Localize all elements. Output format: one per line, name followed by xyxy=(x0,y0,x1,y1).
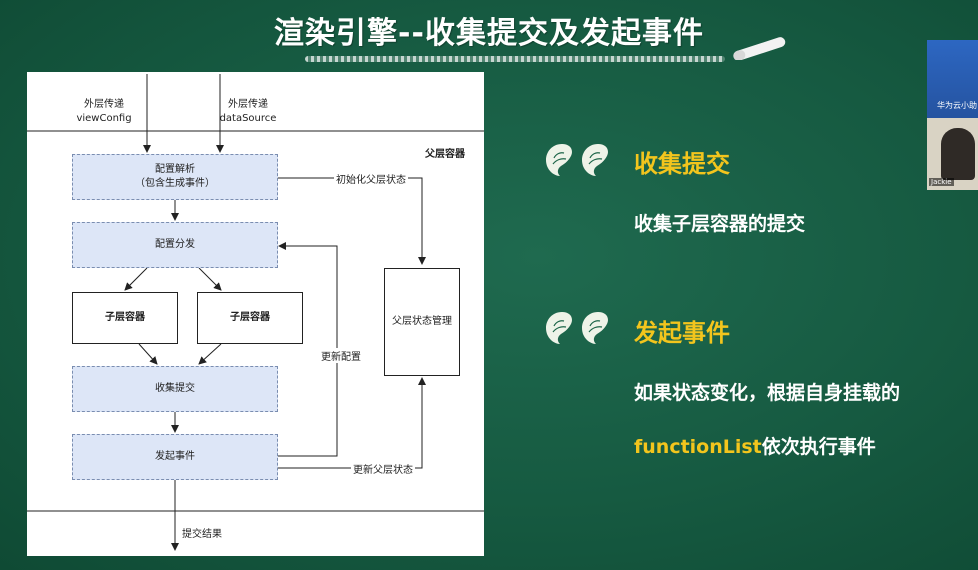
video-presenter-name: 华为云小助 xyxy=(937,101,977,110)
title-underline xyxy=(305,56,725,62)
quote-icon xyxy=(546,144,608,176)
video-thumbnail[interactable]: 华为云小助 Jackie xyxy=(927,40,978,190)
section-emit-text-line1: 如果状态变化，根据自身挂载的 xyxy=(634,382,901,404)
section-collect-title: 收集提交 xyxy=(634,150,730,178)
input-viewconfig-label: 外层传递 viewConfig xyxy=(76,99,132,124)
update-state-label: 更新父层状态 xyxy=(351,461,415,476)
video-person-tag: Jackie xyxy=(929,178,954,186)
section-emit-text-line2: functionList依次执行事件 xyxy=(634,432,876,459)
parent-state-manager-box: 父层状态管理 xyxy=(384,268,460,376)
flow-diagram: 外层传递 viewConfig 外层传递 dataSource 父层容器 配置解… xyxy=(27,72,484,556)
video-top-panel xyxy=(927,40,978,118)
parent-container-title: 父层容器 xyxy=(425,149,465,160)
chalk-icon xyxy=(733,37,786,60)
init-state-label: 初始化父层状态 xyxy=(334,171,408,186)
child-container-right-box: 子层容器 xyxy=(197,292,303,344)
collect-submit-box: 收集提交 xyxy=(72,366,278,412)
input-datasource-label: 外层传递 dataSource xyxy=(219,99,277,124)
slide-title: 渲染引擎--收集提交及发起事件 xyxy=(274,16,704,51)
quote-icon xyxy=(546,312,608,344)
child-container-left-box: 子层容器 xyxy=(72,292,178,344)
section-emit-title: 发起事件 xyxy=(634,319,730,347)
section-collect-text: 收集子层容器的提交 xyxy=(634,213,806,235)
diagram-connectors xyxy=(27,74,484,551)
submit-result-label: 提交结果 xyxy=(182,529,222,540)
config-parse-box: 配置解析 （包含生成事件） xyxy=(72,154,278,200)
function-list-highlight: functionList xyxy=(634,436,762,458)
emit-event-box: 发起事件 xyxy=(72,434,278,480)
section-emit-text-line2-rest: 依次执行事件 xyxy=(761,436,876,458)
video-person xyxy=(941,128,975,180)
update-config-label: 更新配置 xyxy=(319,348,363,363)
config-dispatch-box: 配置分发 xyxy=(72,222,278,268)
